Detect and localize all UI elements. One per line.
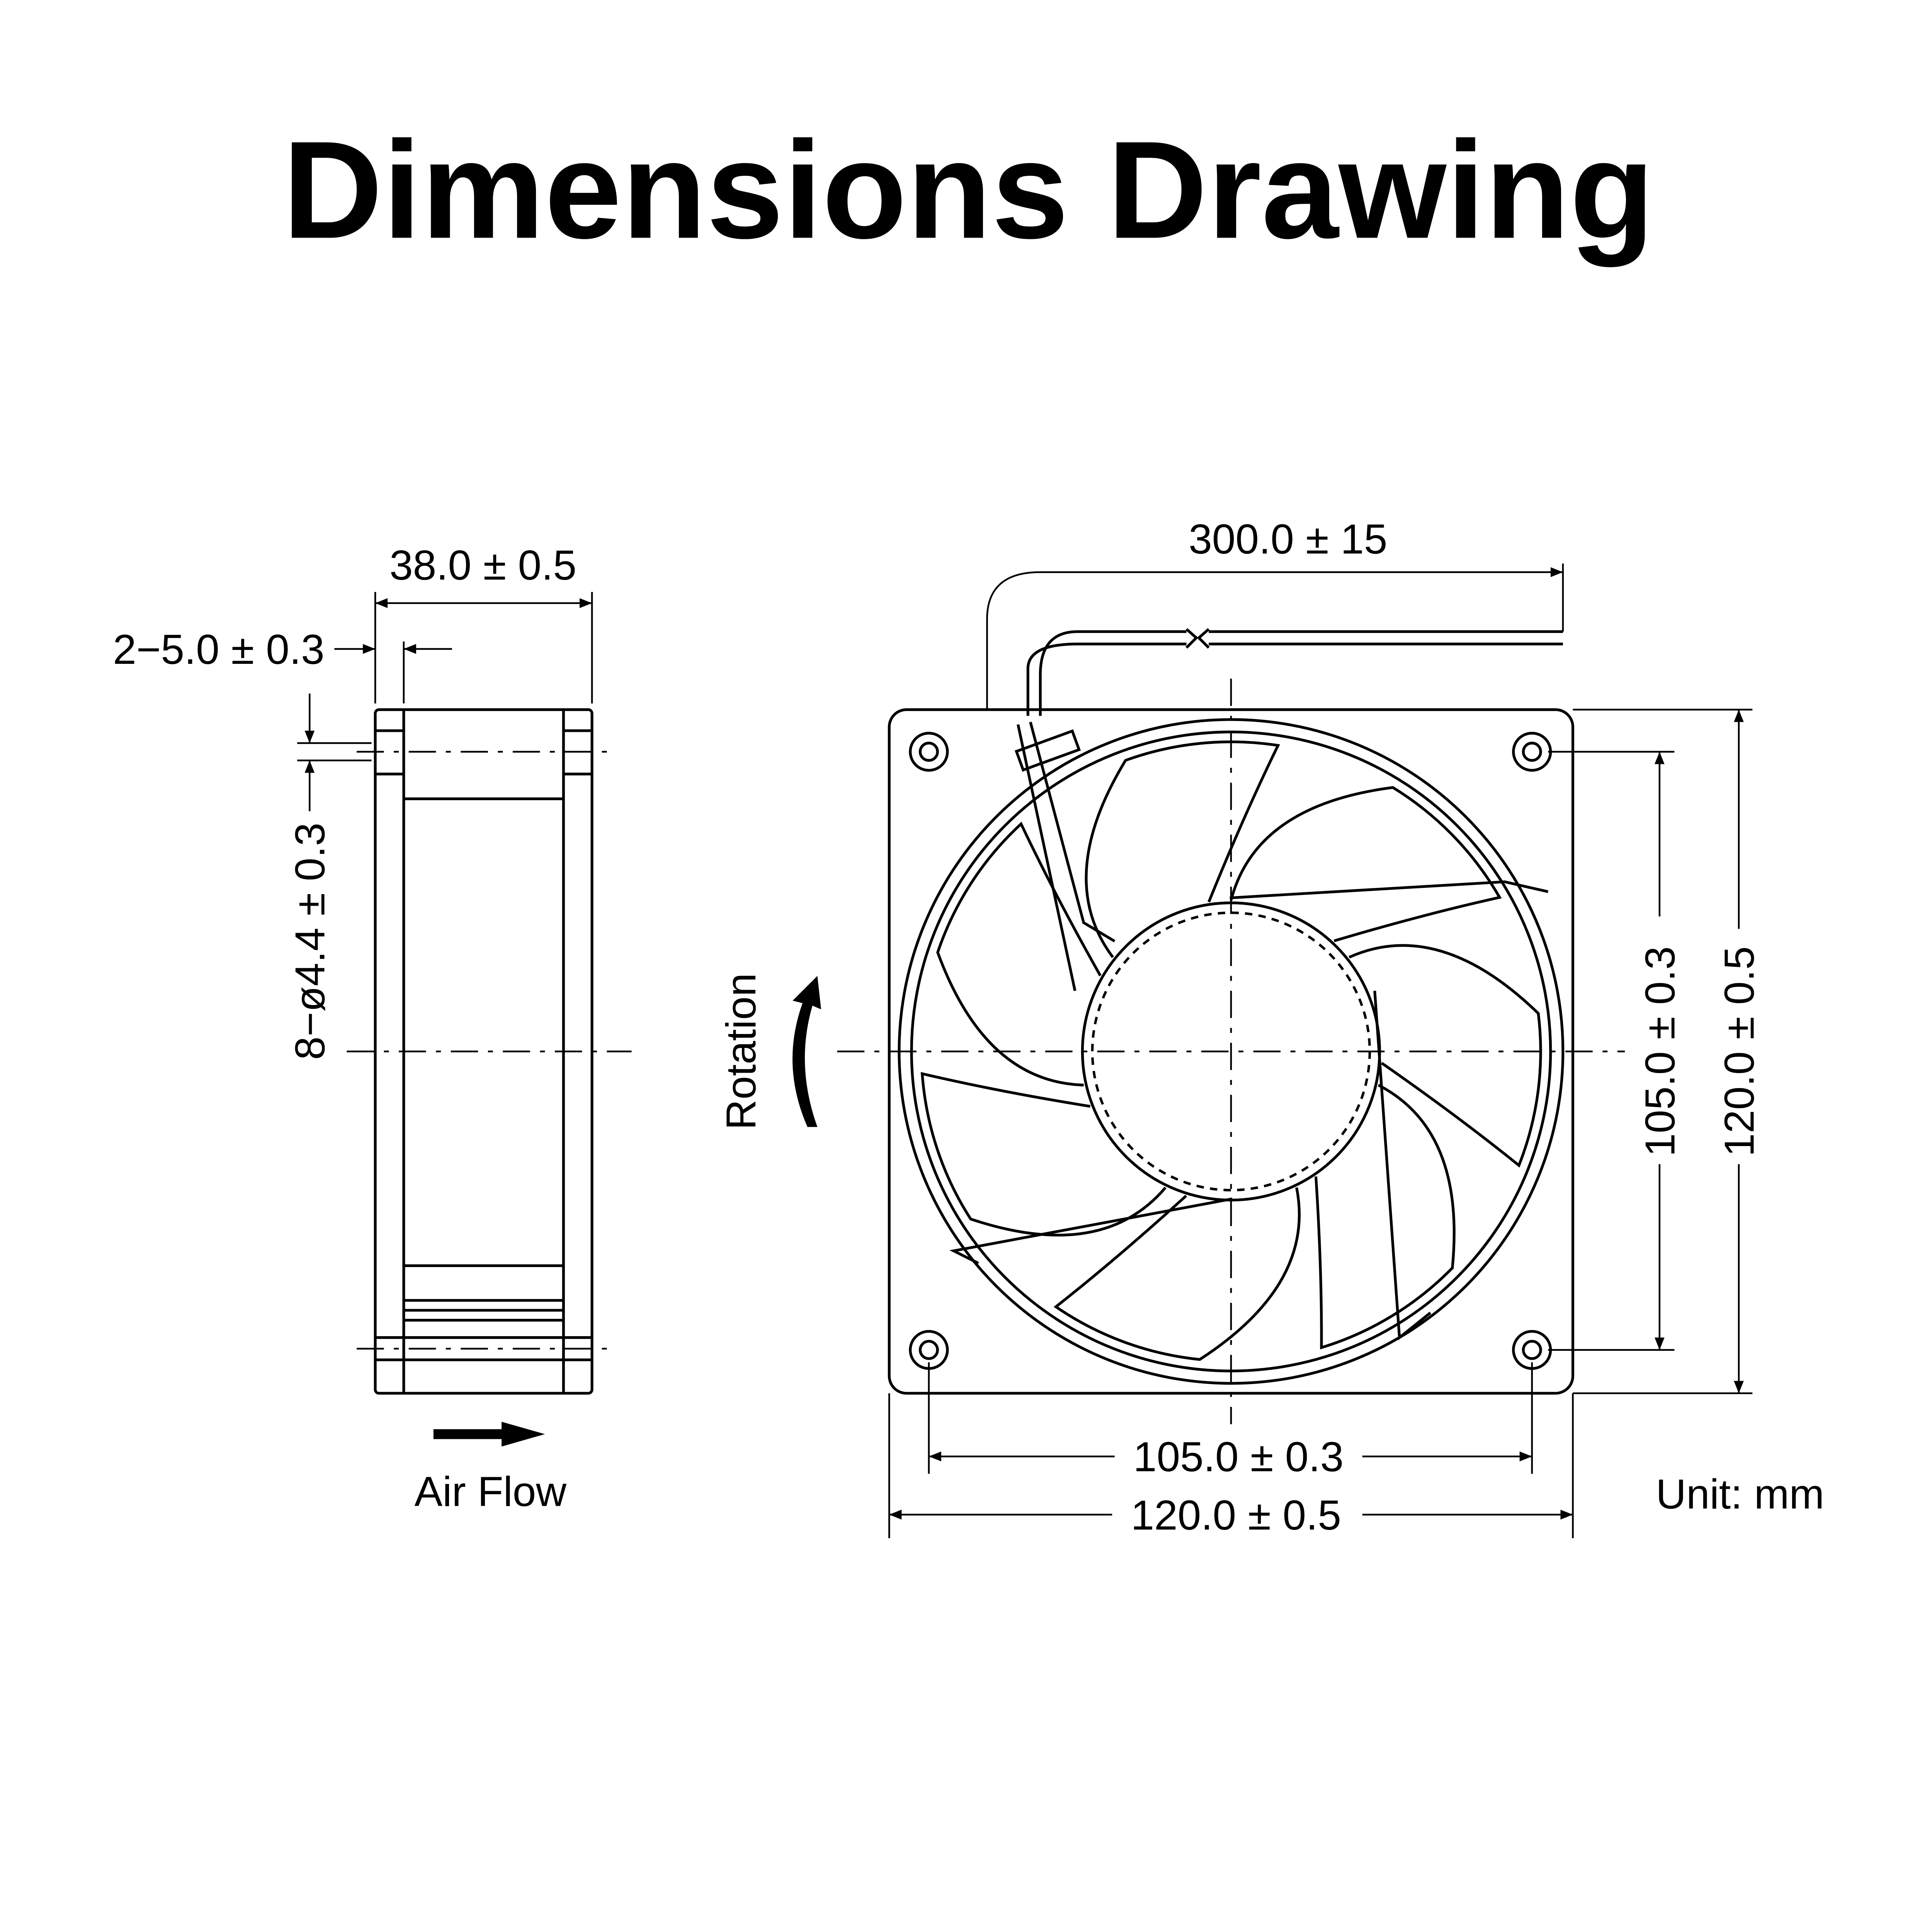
mount-hole-icon <box>918 1340 939 1360</box>
mount-hole-icon <box>1522 742 1542 762</box>
fan-blade <box>1314 1084 1456 1350</box>
airflow-label: Air Flow <box>414 1468 566 1515</box>
side-view: 38.0 ± 0.5 2−5.0 ± 0.3 8−ø4.4 ± 0.3 Air … <box>113 542 632 1515</box>
mount-hole-icon <box>1522 1340 1542 1360</box>
fan-blade <box>1085 740 1280 958</box>
fan-blades <box>920 740 1542 1361</box>
cable-length-label: 300.0 ± 15 <box>1189 516 1387 563</box>
fan-blade <box>1230 786 1502 942</box>
fan-blade <box>1053 1187 1301 1361</box>
fan-blade <box>1349 944 1542 1168</box>
horizontal-hole-spacing-label: 105.0 ± 0.3 <box>1133 1434 1344 1481</box>
front-view: 300.0 ± 15 Rotation 105.0 ± 0.3 120.0 ± … <box>718 516 1763 1539</box>
mount-hole-icon <box>918 742 939 762</box>
frame-height-label: 120.0 ± 0.5 <box>1716 946 1763 1157</box>
vertical-hole-spacing-label: 105.0 ± 0.3 <box>1636 946 1684 1157</box>
mount-hole-icon <box>909 731 949 772</box>
frame-width-label: 120.0 ± 0.5 <box>1131 1492 1341 1539</box>
airflow-arrow-icon <box>433 1422 545 1447</box>
mount-hole-icon <box>1512 731 1552 772</box>
flange-thickness-label: 2−5.0 ± 0.3 <box>113 626 325 673</box>
rotation-label: Rotation <box>718 973 765 1130</box>
fan-blade <box>936 821 1102 1087</box>
mount-holes-label: 8−ø4.4 ± 0.3 <box>287 823 334 1060</box>
page-title: Dimensions Drawing <box>282 112 1654 268</box>
depth-dimension-label: 38.0 ± 0.5 <box>389 542 577 589</box>
rotation-arrow-icon <box>792 976 821 1127</box>
fan-cable <box>1014 628 1563 772</box>
unit-label: Unit: mm <box>1656 1471 1824 1518</box>
fan-blade <box>920 1072 1167 1237</box>
